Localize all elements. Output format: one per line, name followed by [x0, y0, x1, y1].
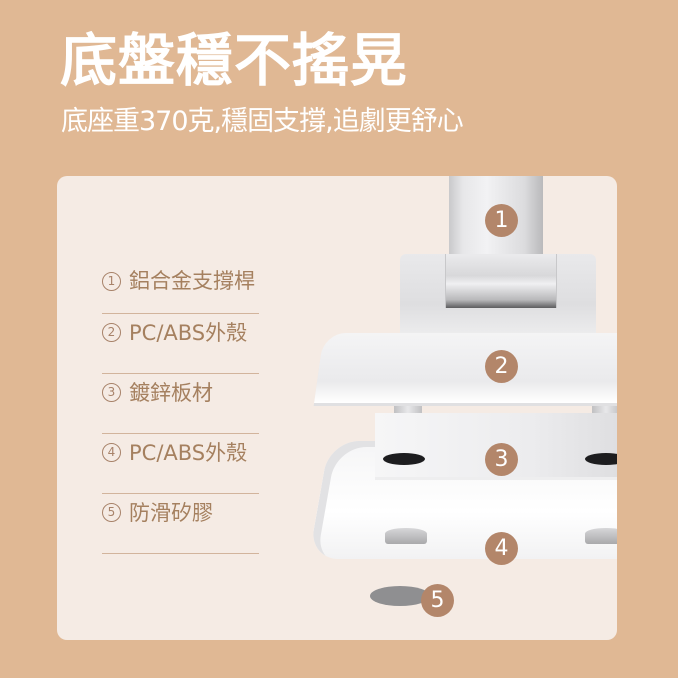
page-subtitle: 底座重370克,穩固支撐,追劇更舒心: [61, 106, 464, 137]
number-badge: 5: [421, 584, 454, 617]
legend-label: 鋁合金支撐桿: [129, 269, 255, 293]
legend-item: 3 鍍鋅板材: [102, 374, 259, 434]
exploded-stand-illustration: 1 2 3 4 5: [57, 176, 617, 640]
number-badge-outline: 2: [102, 323, 121, 342]
number-badge-outline: 1: [102, 272, 121, 291]
number-badge: 1: [485, 204, 518, 237]
legend-item: 1 鋁合金支撐桿: [102, 262, 259, 314]
number-badge: 3: [485, 443, 518, 476]
screw-hole: [383, 453, 425, 465]
legend-item: 4 PC/ABS外殼: [102, 434, 259, 494]
legend-item: 5 防滑矽膠: [102, 494, 259, 554]
legend-label: PC/ABS外殼: [129, 321, 248, 345]
silicone-pad: [370, 586, 430, 606]
legend-label: 鍍鋅板材: [129, 381, 213, 405]
number-badge: 2: [485, 350, 518, 383]
legend-label: PC/ABS外殼: [129, 441, 248, 465]
top-shell-plate: [314, 333, 617, 403]
feature-card: 1 鋁合金支撐桿 2 PC/ABS外殼 3 鍍鋅板材 4 PC/ABS外殼 5 …: [57, 176, 617, 640]
peg: [592, 403, 617, 413]
screw-hole: [585, 453, 617, 465]
number-badge-outline: 4: [102, 443, 121, 462]
hinge-knuckle: [445, 254, 557, 308]
page-title: 底盤穩不搖晃: [60, 28, 408, 94]
number-badge-outline: 5: [102, 503, 121, 522]
number-badge-outline: 3: [102, 383, 121, 402]
number-badge: 4: [485, 532, 518, 565]
component-legend: 1 鋁合金支撐桿 2 PC/ABS外殼 3 鍍鋅板材 4 PC/ABS外殼 5 …: [102, 262, 259, 554]
peg: [394, 403, 422, 413]
hinge-block: [400, 254, 596, 338]
mount-cup: [385, 528, 427, 544]
mount-cup: [585, 528, 617, 544]
legend-item: 2 PC/ABS外殼: [102, 314, 259, 374]
legend-label: 防滑矽膠: [129, 501, 213, 525]
